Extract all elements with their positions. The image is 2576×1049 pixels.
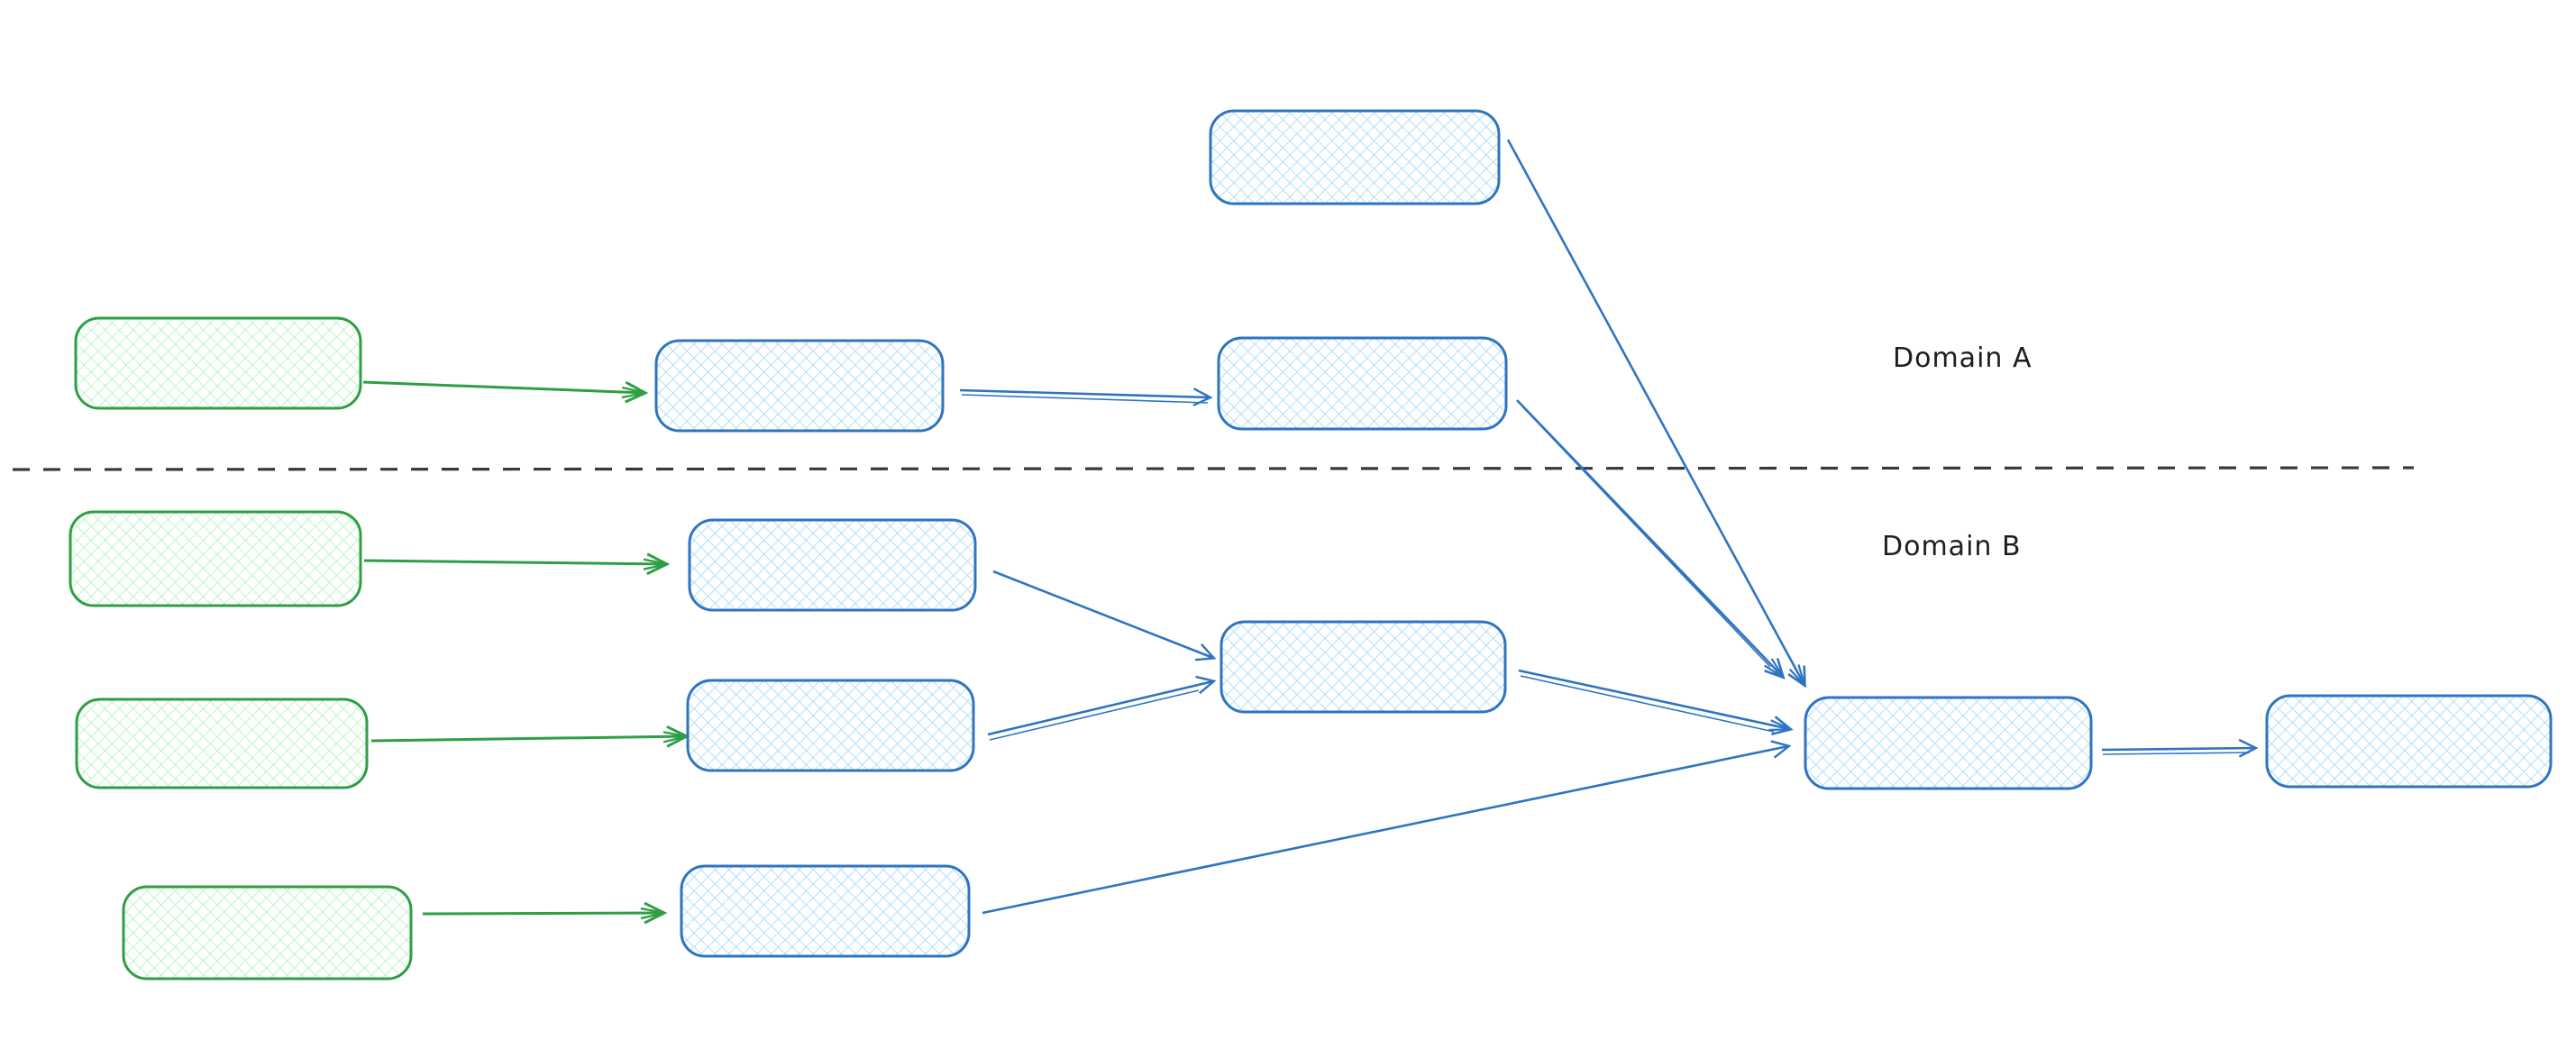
node-stage-a1 (654, 339, 945, 433)
edge-stage-a2-to-hub-ghost (1521, 405, 1771, 668)
edge-merge-b-to-hub (1518, 669, 1794, 736)
edge-stage-b1-to-merge-b (992, 570, 1217, 661)
edge-source-a-to-stage-a1 (362, 380, 649, 404)
edge-stage-a2-to-hub (1516, 399, 1786, 680)
edge-stage-b2-to-merge-b-ghost (989, 689, 1200, 741)
node-stage-a2 (1217, 336, 1508, 431)
domain-b-label: Domain B (1882, 531, 2022, 562)
edge-source-b1-to-stage-b1 (363, 552, 671, 576)
edge-top-source-to-hub (1506, 139, 1806, 689)
edge-hub-to-output-ghost (2102, 752, 2251, 755)
node-merge-b (1219, 620, 1507, 714)
edge-stage-a1-to-stage-a2 (959, 388, 1213, 406)
domain-divider-dashed-line (12, 466, 2415, 471)
node-hub (1804, 696, 2093, 790)
edge-stage-b2-to-merge-b (987, 675, 1217, 736)
node-top-source (1209, 109, 1501, 205)
node-source-b3 (122, 885, 413, 981)
edge-stage-b3-to-hub (982, 740, 1792, 915)
domain-a-label: Domain A (1893, 342, 2032, 374)
node-source-b1 (69, 510, 362, 607)
node-stage-b1 (688, 518, 977, 612)
node-output (2265, 694, 2553, 789)
edge-source-b3-to-stage-b3 (422, 901, 668, 925)
edge-merge-b-to-hub-ghost (1520, 675, 1775, 733)
node-source-b2 (75, 698, 369, 789)
node-stage-b2 (686, 679, 975, 772)
edge-source-b2-to-stage-b2 (370, 725, 690, 748)
node-stage-b3 (680, 864, 971, 958)
edge-hub-to-output (2101, 738, 2259, 758)
edge-stage-a1-to-stage-a2-ghost (961, 394, 1209, 404)
node-source-a (74, 316, 362, 410)
